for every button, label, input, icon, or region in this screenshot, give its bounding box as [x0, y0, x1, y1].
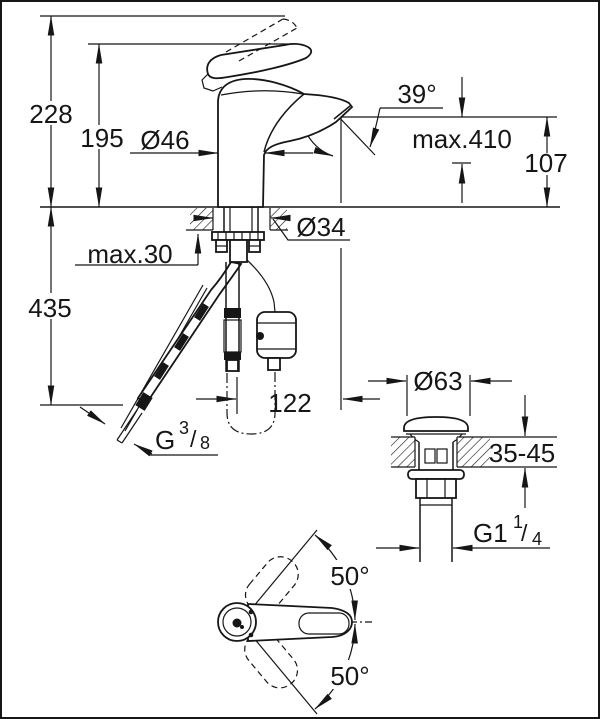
spout-body-junction: [263, 93, 305, 153]
faucet-outline: [201, 18, 354, 208]
dim-body-height: 195: [80, 123, 123, 153]
fraction-slash: /: [190, 426, 197, 452]
waste-washer: [407, 469, 465, 480]
cartridge-seam: [220, 90, 304, 96]
dim-hose-projection: 122: [268, 388, 311, 418]
shank-block: [229, 239, 248, 263]
hole-label-leader: [272, 218, 350, 241]
waste-thread-denominator: 4: [532, 529, 542, 549]
waste-thread-numerator: 1: [513, 512, 523, 532]
supply-thread-base: G: [155, 425, 175, 455]
lever-position-down-dashed: [244, 631, 299, 689]
dim-spout-outlet-height: 107: [524, 148, 567, 178]
dim-under-deck-clearance: 435: [28, 293, 71, 323]
supply-thread-numerator: 3: [179, 418, 189, 438]
waste-drain-view: Ø63: [368, 366, 557, 562]
countertop-section: [186, 208, 288, 231]
supply-hoses: [116, 259, 297, 444]
lever-handle-side: [206, 43, 313, 80]
waste-cap: [403, 416, 469, 443]
fraction-slash: /: [521, 520, 528, 546]
waste-thread-label: G1 1 / 4: [473, 512, 542, 549]
dim-swing-upper: 50°: [330, 561, 369, 591]
dim-aerator-angle: 39°: [397, 79, 436, 109]
supply-thread-denominator: 8: [200, 433, 210, 453]
mounting-hardware: [211, 207, 265, 263]
waste-cable: [246, 259, 276, 313]
waste-thread-base: G1: [473, 518, 508, 548]
hose-end-fitting: [135, 392, 153, 411]
aerator-face-line: [333, 105, 351, 120]
waste-hex-nut: [415, 478, 457, 499]
lever-raised-dashed: [225, 18, 298, 62]
dim-base-diameter: Ø46: [140, 125, 189, 155]
dim-mounting-hole: Ø34: [296, 212, 345, 242]
waste-actuator-box: [256, 311, 297, 371]
dim-overall-height: 228: [29, 99, 72, 129]
lever-position-up-dashed: [244, 556, 299, 614]
temperature-indicator: [232, 618, 242, 628]
dim-max-reach: max.410: [412, 124, 512, 154]
handle-solid-top: [217, 602, 353, 642]
handle-top-view: 50° 50°: [217, 529, 375, 715]
dim-deck-thickness-range: 35-45: [489, 438, 556, 468]
hose-routing-path: [226, 371, 276, 435]
supply-thread-label: G 3 / 8: [79, 406, 218, 457]
angle-leg-line: [335, 113, 376, 156]
dim-max-deck-thickness: max.30: [87, 239, 172, 269]
dim-waste-flange: Ø63: [413, 366, 462, 396]
lever-nose: [201, 73, 223, 92]
waste-deck-section: [391, 436, 557, 468]
waste-body: [407, 442, 465, 562]
faucet-side-view: 228 195 435 Ø46 107 max.410 39°: [28, 15, 568, 457]
dim-swing-lower: 50°: [330, 661, 369, 691]
